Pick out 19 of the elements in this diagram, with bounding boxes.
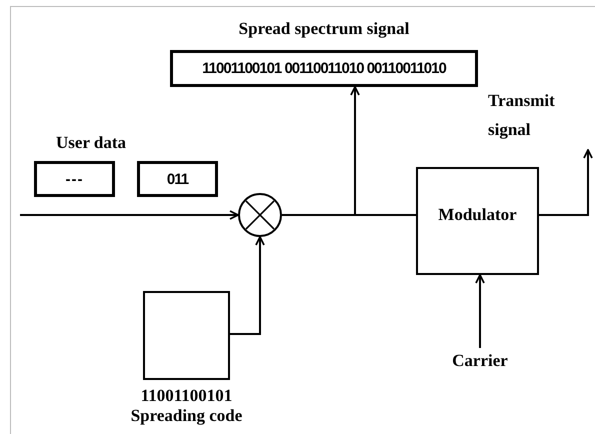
text-label: Transmit signal bbox=[488, 90, 556, 141]
arrow bbox=[230, 236, 265, 335]
arrow bbox=[539, 149, 593, 216]
code-bits: 11001100101 bbox=[140, 386, 232, 406]
arrow bbox=[20, 210, 239, 220]
data-bits: 011 bbox=[166, 171, 188, 189]
code-caption: Spreading code bbox=[130, 406, 242, 426]
data-bits: --- bbox=[66, 171, 84, 189]
arrow bbox=[282, 86, 360, 216]
input-label: Carrier bbox=[438, 348, 522, 374]
multiplier-circle bbox=[238, 193, 282, 237]
data-box bbox=[137, 161, 218, 197]
text-label: User data bbox=[56, 132, 126, 154]
modulator-box bbox=[416, 167, 539, 275]
arrow bbox=[475, 274, 485, 348]
signal-heading: Spread spectrum signal bbox=[238, 19, 410, 39]
block-label: Modulator bbox=[438, 205, 517, 225]
data-box bbox=[34, 161, 115, 197]
bit-string: 11001100101 00110011010 00110011010 bbox=[202, 60, 446, 78]
